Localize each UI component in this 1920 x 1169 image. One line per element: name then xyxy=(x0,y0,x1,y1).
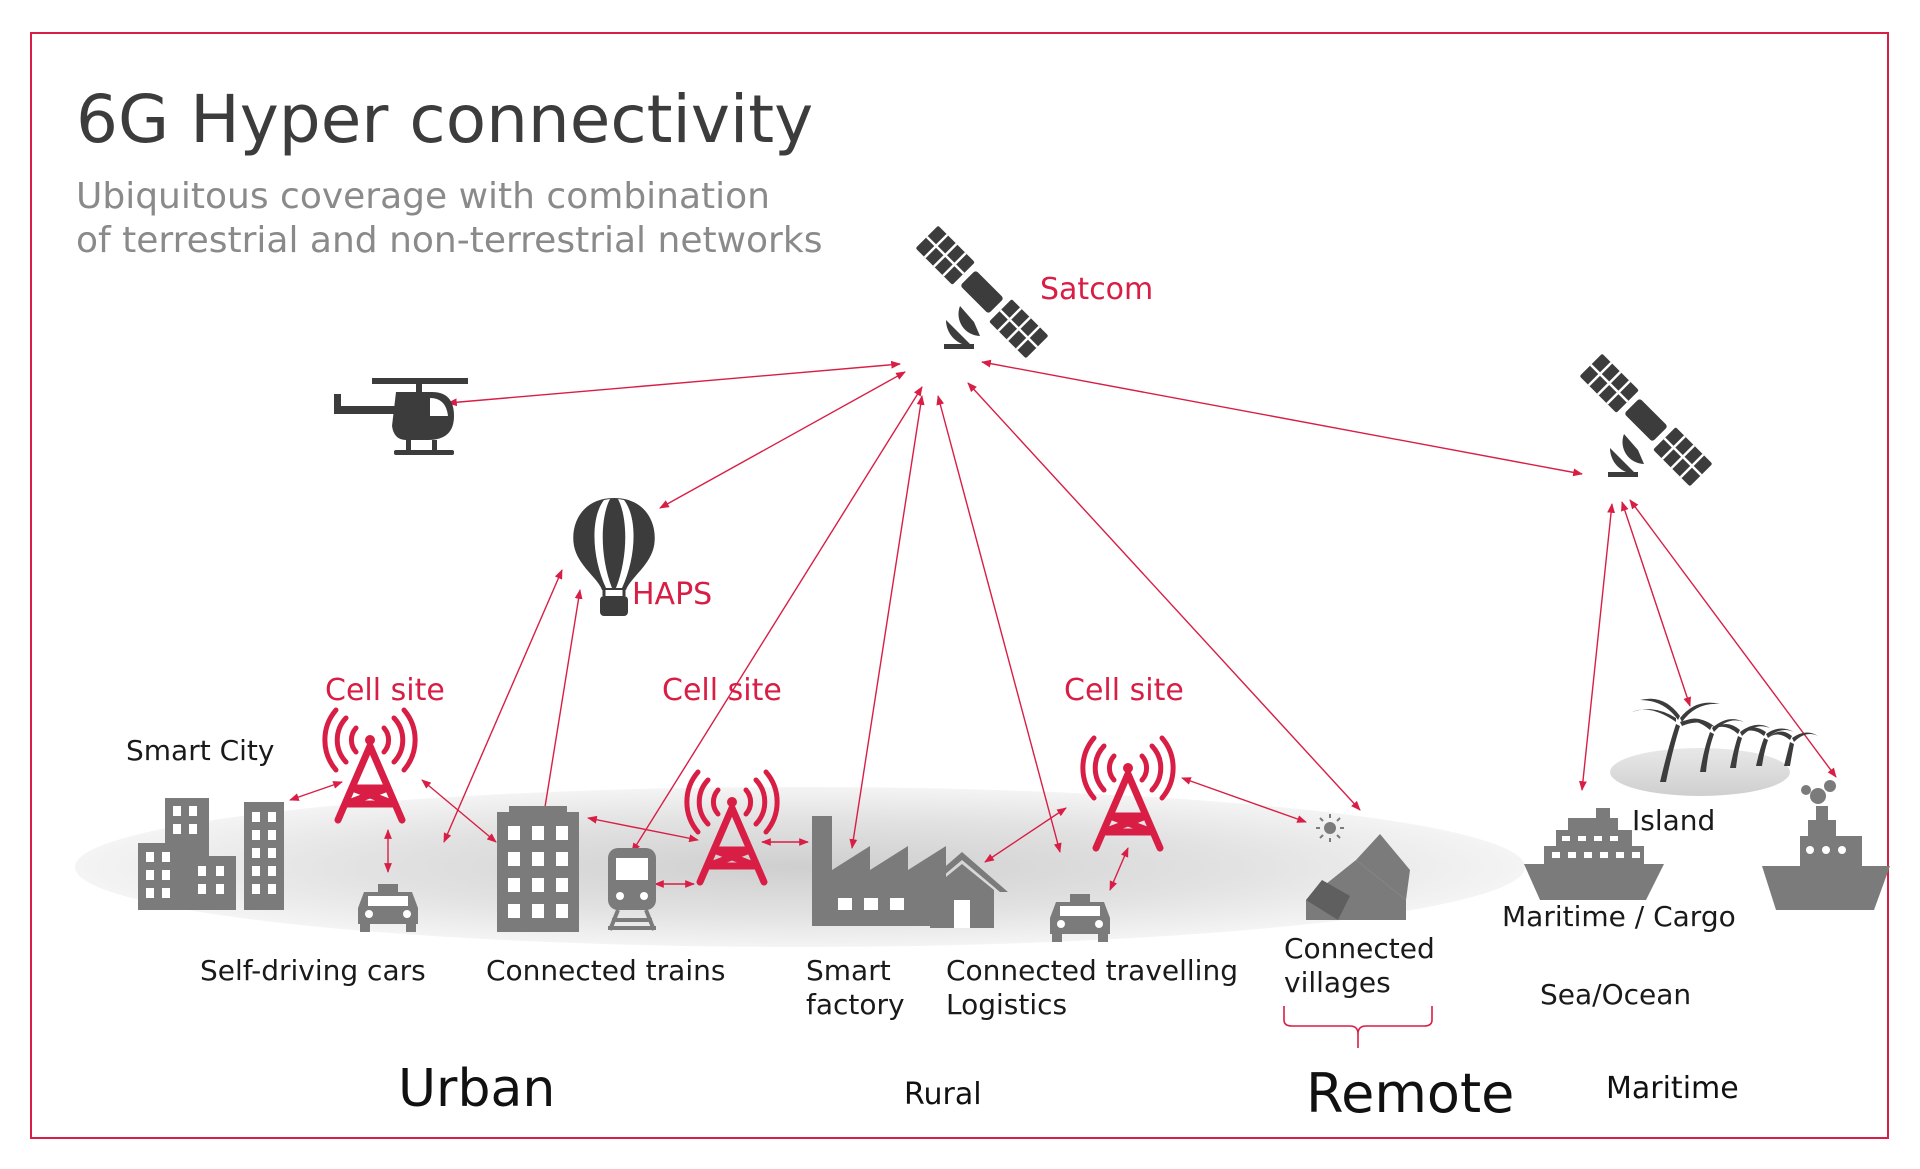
self-driving-cars-label: Self-driving cars xyxy=(200,954,426,987)
connected-travelling-label-2: Logistics xyxy=(946,988,1067,1021)
zone-rural: Rural xyxy=(904,1077,982,1112)
title-block: 6G Hyper connectivity Ubiquitous coverag… xyxy=(76,81,822,261)
link-building-cell2 xyxy=(587,815,699,843)
link-logistics-satcom xyxy=(936,395,1062,853)
zone-labels: Urban Rural Remote Maritime xyxy=(398,1059,1739,1125)
link-satcom-satcom xyxy=(981,359,1583,477)
cell-site-label-1: Cell site xyxy=(325,673,445,708)
balloon-icon xyxy=(573,498,655,616)
connected-trains-label: Connected trains xyxy=(486,954,725,987)
smart-factory-label-1: Smart xyxy=(806,954,891,987)
cruise-ship-icon xyxy=(1524,808,1664,900)
factory-icon xyxy=(812,816,946,926)
diagram-frame xyxy=(30,32,1889,1139)
smart-city-label: Smart City xyxy=(126,734,274,767)
buildings-icon xyxy=(138,798,284,910)
office-building-icon xyxy=(497,806,579,932)
cell-site-label-2: Cell site xyxy=(662,673,782,708)
link-trains-satcom xyxy=(631,386,923,853)
link-arrows xyxy=(289,359,1837,891)
link-villages-satcom xyxy=(967,382,1361,811)
smart-factory-label-2: factory xyxy=(806,988,905,1021)
connected-travelling-label-1: Connected travelling xyxy=(946,954,1238,987)
connected-villages-label-2: villages xyxy=(1284,966,1391,999)
island-label: Island xyxy=(1632,804,1715,837)
link-cell3-village xyxy=(1181,777,1307,823)
satcom-label: Satcom xyxy=(1040,272,1153,307)
subtitle-line-1: Ubiquitous coverage with combination xyxy=(76,176,770,217)
palm-island-icon xyxy=(1610,698,1818,796)
village-icon xyxy=(1306,814,1410,920)
remote-bracket xyxy=(1283,1006,1433,1048)
maritime-cargo-label: Maritime / Cargo xyxy=(1502,900,1736,933)
satellite-icon xyxy=(1578,352,1714,488)
link-city-cell xyxy=(289,781,343,801)
zone-urban: Urban xyxy=(398,1059,555,1119)
link-haps-satcom xyxy=(659,371,906,509)
haps-label: HAPS xyxy=(632,577,712,612)
cell-site-label-3: Cell site xyxy=(1064,673,1184,708)
link-factory-satcom xyxy=(849,395,925,849)
sea-ocean-label: Sea/Ocean xyxy=(1540,978,1691,1011)
black-labels: Smart City Self-driving cars Connected t… xyxy=(126,734,1736,1021)
connected-villages-label-1: Connected xyxy=(1284,932,1435,965)
zone-remote: Remote xyxy=(1306,1062,1514,1125)
link-cell-building xyxy=(421,779,497,843)
helicopter-icon xyxy=(334,378,468,455)
satellite-icon xyxy=(914,224,1050,360)
ground-ellipse xyxy=(75,787,1525,947)
link-helicopter-satcom xyxy=(447,360,901,407)
link-satcom-island xyxy=(1621,501,1691,707)
cargo-ship-icon xyxy=(1762,780,1890,910)
link-haps-building xyxy=(537,589,583,839)
link-satcom-maritime xyxy=(1579,503,1615,791)
house-icon xyxy=(916,852,1008,928)
link-house-cell3 xyxy=(984,807,1067,863)
red-labels: Satcom HAPS Cell site Cell site Cell sit… xyxy=(325,272,1184,708)
train-icon xyxy=(608,848,656,931)
page-title: 6G Hyper connectivity xyxy=(76,81,813,158)
link-car-cell3 xyxy=(1109,847,1129,891)
zone-maritime: Maritime xyxy=(1606,1071,1739,1106)
subtitle-line-2: of terrestrial and non-terrestrial netwo… xyxy=(76,220,822,261)
link-satcom-ship xyxy=(1629,499,1837,778)
